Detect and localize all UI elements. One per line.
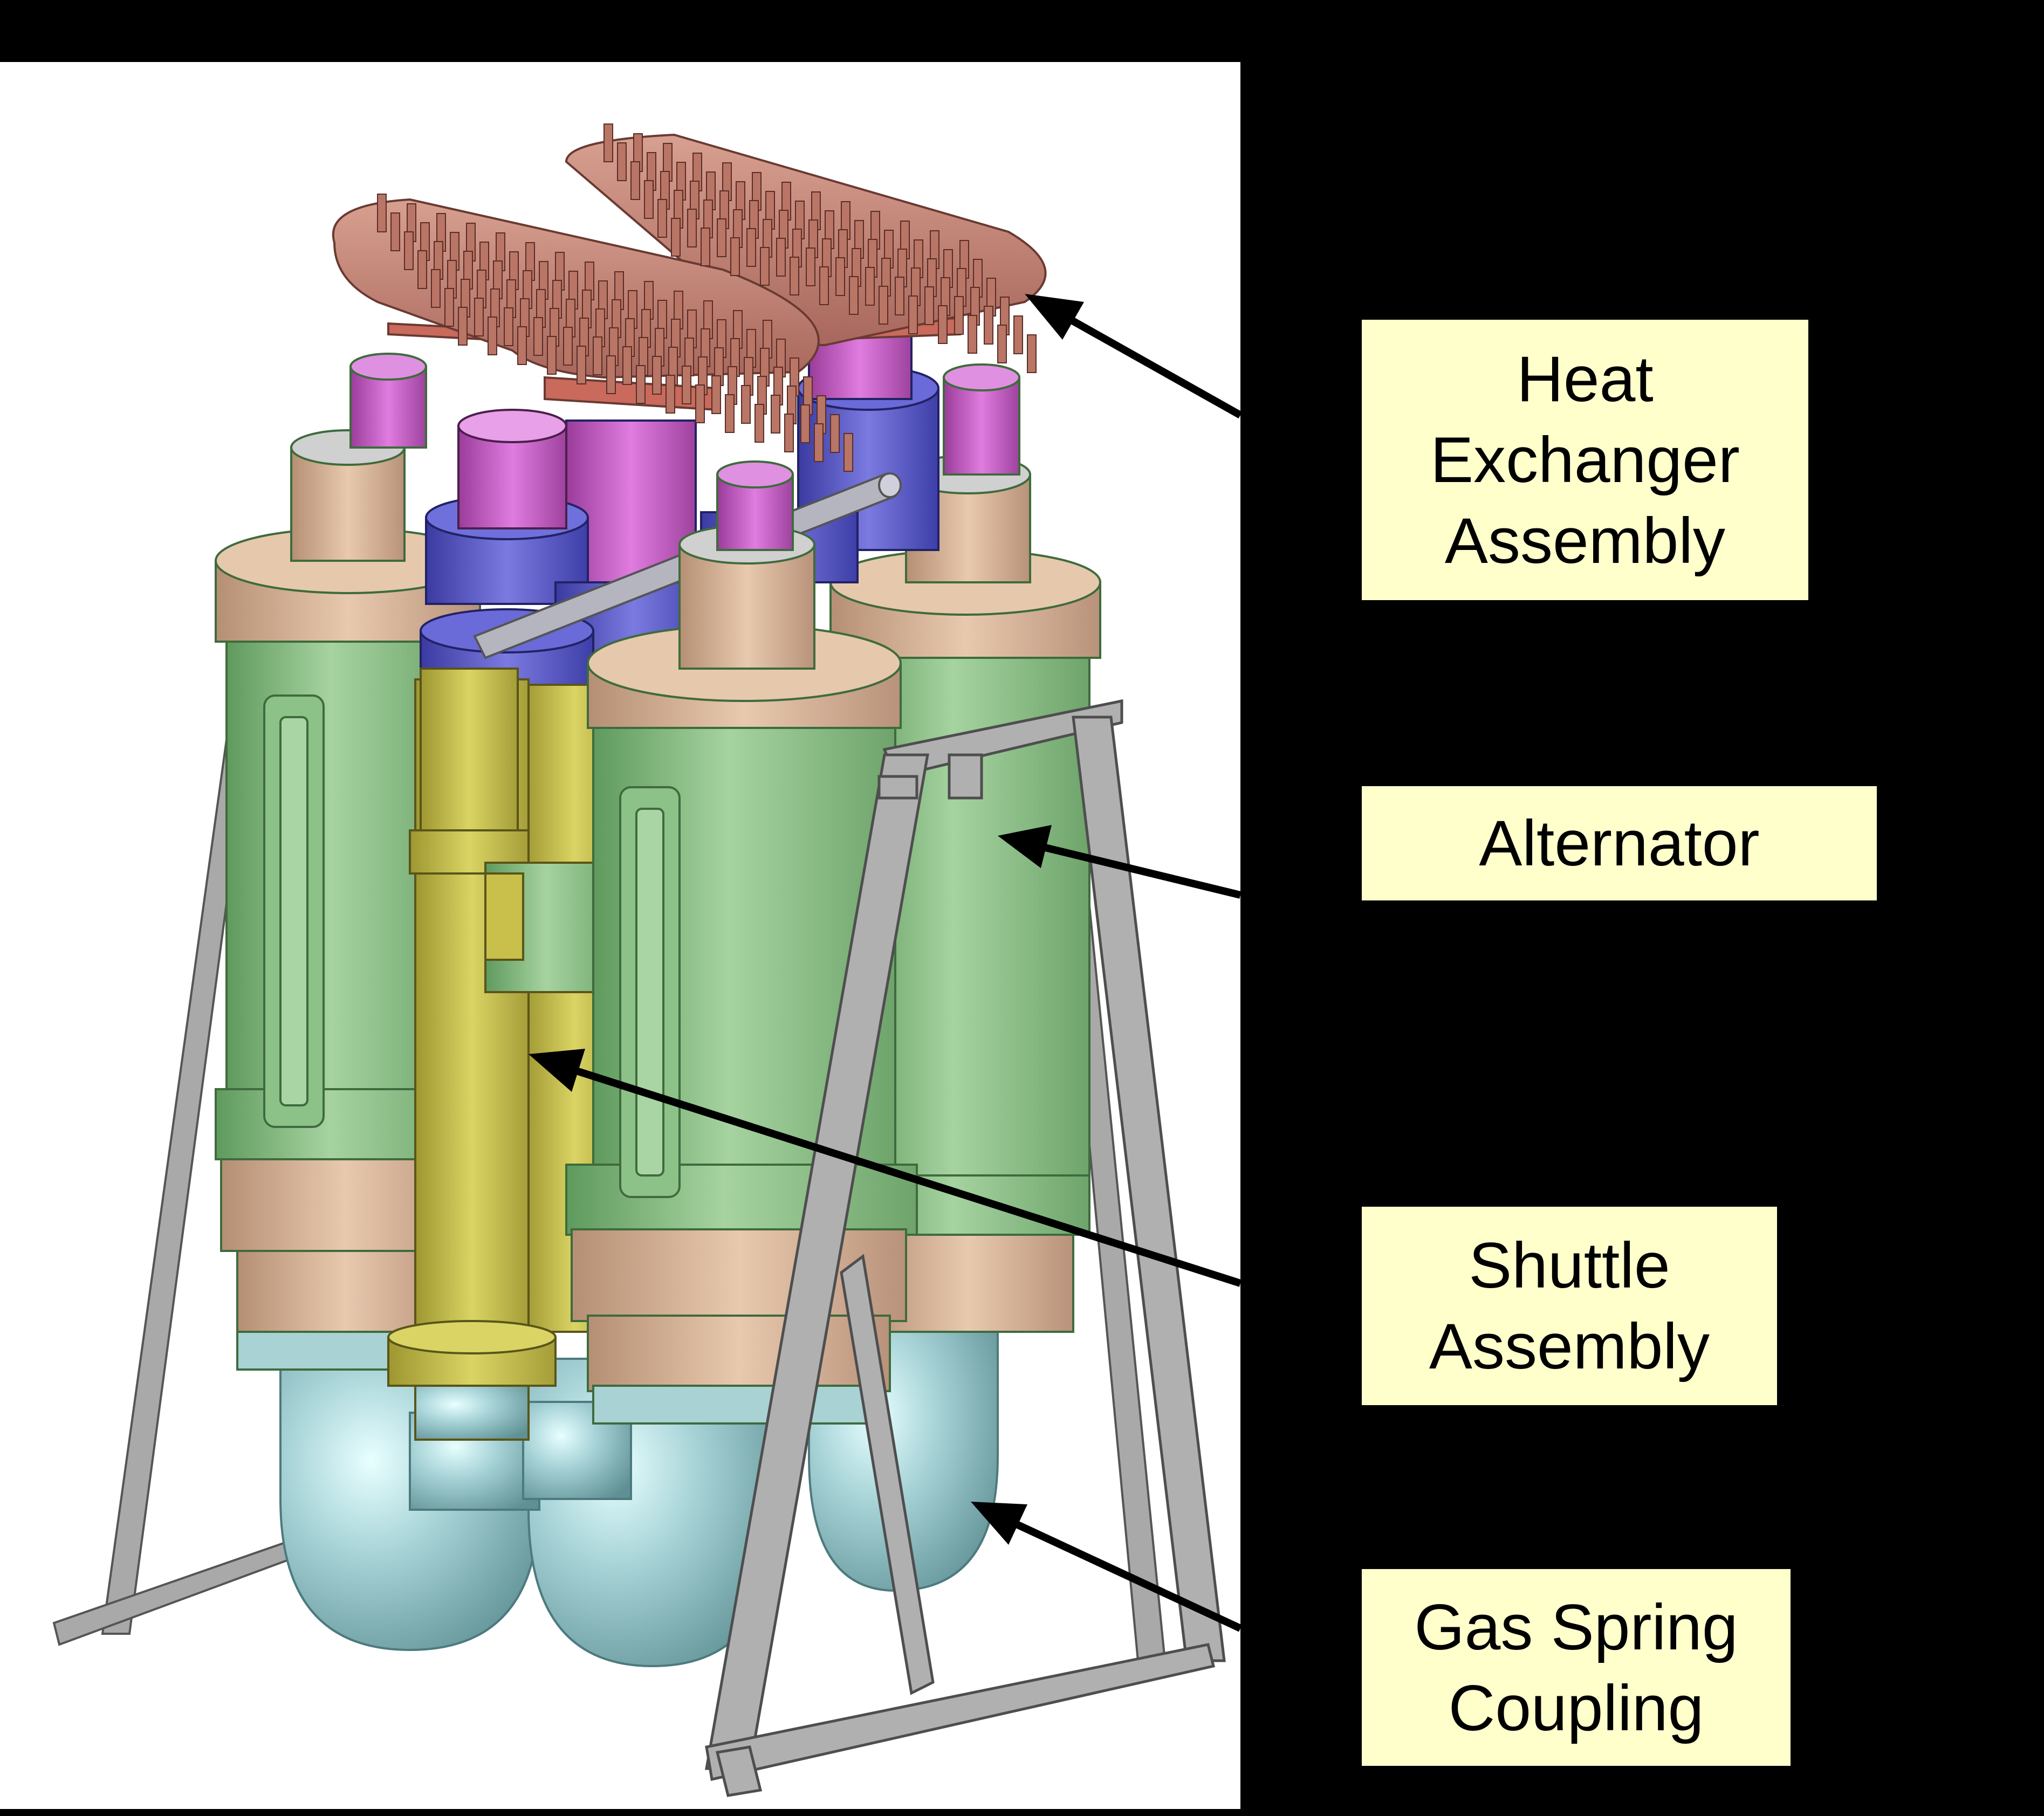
fin xyxy=(711,375,721,414)
label-shuttle-assembly: Shuttle Assembly xyxy=(1362,1207,1777,1405)
fin xyxy=(458,307,468,346)
arrow-heat-exchanger xyxy=(1066,314,1243,419)
fin xyxy=(636,365,646,404)
fin xyxy=(630,161,640,200)
label-gas-spring-text: Gas Spring Coupling xyxy=(1414,1591,1738,1744)
fin xyxy=(417,250,427,289)
fin xyxy=(1013,315,1023,354)
fin xyxy=(755,404,764,443)
fin xyxy=(404,231,414,270)
support-frame-front xyxy=(705,699,1226,1797)
arrow-head-heat-exchanger xyxy=(1025,294,1084,340)
fin xyxy=(879,286,888,325)
fin xyxy=(474,298,484,336)
fin xyxy=(908,295,918,334)
fin xyxy=(431,269,441,308)
fin xyxy=(968,315,977,354)
fin xyxy=(563,327,573,366)
fin xyxy=(924,286,934,325)
fin xyxy=(652,356,662,395)
fin xyxy=(730,237,740,276)
label-alternator-text: Alternator xyxy=(1479,807,1760,879)
fin xyxy=(760,247,770,286)
arrow-gas-spring xyxy=(1007,1517,1242,1632)
fin xyxy=(725,394,735,433)
fin xyxy=(849,276,859,315)
fin xyxy=(701,228,710,266)
fin xyxy=(835,257,845,296)
arrow-shuttle xyxy=(565,1064,1242,1287)
label-heat-exchanger-assembly: Heat Exchanger Assembly xyxy=(1362,320,1808,600)
label-shuttle-text: Shuttle Assembly xyxy=(1429,1229,1710,1382)
fin xyxy=(390,212,400,251)
fin xyxy=(671,218,681,257)
fin xyxy=(577,346,586,384)
arrow-head-alternator xyxy=(998,825,1052,868)
fin xyxy=(997,325,1007,363)
label-gas-spring-coupling: Gas Spring Coupling xyxy=(1362,1569,1791,1766)
fin xyxy=(444,288,454,327)
label-alternator: Alternator xyxy=(1362,786,1877,900)
fin xyxy=(784,414,794,452)
fin xyxy=(657,199,667,238)
fin xyxy=(819,266,829,305)
fin xyxy=(687,209,697,247)
fin xyxy=(830,414,840,453)
fin xyxy=(806,247,815,286)
fin xyxy=(682,366,691,404)
bottom-border xyxy=(0,1809,2044,1816)
arrow-head-shuttle xyxy=(529,1049,585,1092)
fin xyxy=(533,317,543,356)
fin xyxy=(741,385,751,424)
fin xyxy=(938,305,948,344)
fin xyxy=(695,384,705,423)
label-heat-exchanger-text: Heat Exchanger Assembly xyxy=(1430,343,1740,577)
fin xyxy=(488,317,497,355)
fin xyxy=(603,123,613,162)
fin xyxy=(606,355,616,394)
fin xyxy=(843,433,853,472)
pointer-arrows xyxy=(529,294,1243,1632)
fin xyxy=(593,336,602,375)
fin xyxy=(771,395,780,434)
fin xyxy=(746,228,756,267)
fin xyxy=(717,218,726,257)
fin xyxy=(954,296,964,335)
fin xyxy=(814,423,824,462)
heat-exchanger-fins xyxy=(377,123,1037,472)
fin xyxy=(984,306,993,345)
fin xyxy=(547,336,557,375)
fin xyxy=(517,326,527,365)
fin xyxy=(504,307,513,346)
heater-head-center xyxy=(457,409,567,529)
fin xyxy=(776,238,786,277)
arrow-head-gas-spring xyxy=(971,1502,1027,1545)
fin xyxy=(644,180,654,219)
fin xyxy=(790,257,799,295)
arrow-alternator xyxy=(1040,843,1242,899)
fin xyxy=(895,277,904,315)
fin xyxy=(800,404,810,443)
fin xyxy=(622,346,632,385)
fin xyxy=(865,267,875,306)
fin xyxy=(617,142,627,181)
fin xyxy=(666,375,675,414)
fin xyxy=(1027,334,1037,373)
fin xyxy=(377,194,387,232)
